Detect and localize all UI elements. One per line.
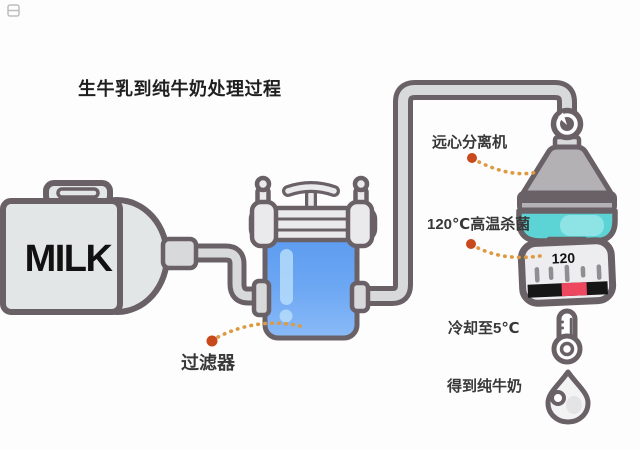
filter-right-port [349, 280, 371, 314]
gauge-red-marker [561, 282, 588, 297]
result-label: 得到纯牛奶 [446, 377, 522, 395]
gauge-ticks [534, 264, 602, 283]
filter-label: 过滤器 [181, 352, 236, 373]
thermometer-icon [551, 308, 583, 365]
separator-cone [520, 144, 614, 196]
pipe-filter-to-separator [364, 80, 577, 306]
sterilize-label: 120℃高温杀菌 [427, 215, 530, 233]
filter-lid-right-cap [345, 199, 375, 249]
separator-band [517, 191, 617, 213]
pressure-gauge-icon [550, 107, 584, 141]
filter-lid-left-cap [249, 199, 279, 249]
filter-left-port [251, 278, 272, 318]
page-title: 生牛乳到纯牛奶处理过程 [78, 78, 282, 99]
separator-unit [516, 107, 618, 258]
milk-drop-icon [545, 369, 591, 425]
sterilizer-gauge: 120 [517, 237, 617, 307]
corner-mark-icon [7, 4, 20, 17]
separator-label: 远心分离机 [432, 133, 507, 151]
tank-nozzle [160, 236, 199, 271]
pipe-tank-to-filter [186, 243, 264, 306]
leader-lines [206, 153, 542, 347]
cool-label: 冷却至5℃ [448, 319, 520, 337]
tank-body [0, 198, 123, 315]
gauge-value: 120 [551, 250, 575, 267]
milk-tank: MILK [0, 180, 199, 315]
filter-unit [248, 175, 378, 341]
filter-highlight [280, 249, 293, 305]
tank-label: MILK [25, 238, 114, 280]
